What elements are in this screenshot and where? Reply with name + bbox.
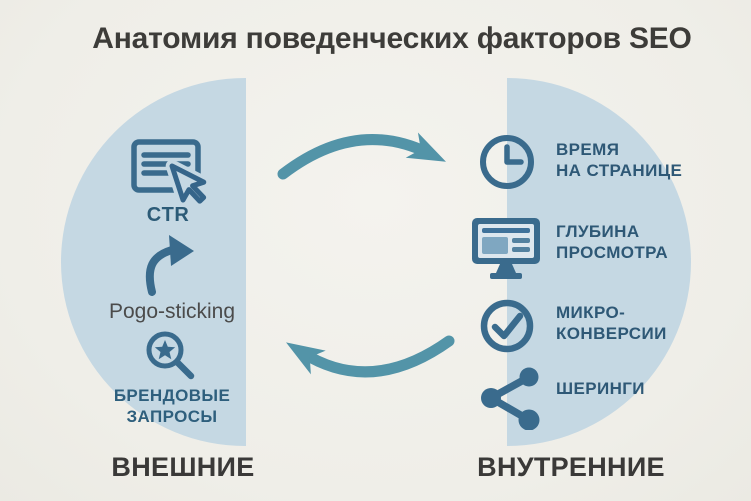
- ctr-label: CTR: [146, 204, 190, 226]
- branded-queries-label: БРЕНДОВЫЕ ЗАПРОСЫ: [113, 386, 231, 426]
- ctr-click-icon: [131, 139, 211, 208]
- pogo-sticking-arrow-icon: [145, 235, 194, 296]
- monitor-icon: [472, 218, 540, 279]
- internal-heading: ВНУТРЕННИЕ: [477, 452, 665, 482]
- micro-conversions-label: МИКРО- КОНВЕРСИИ: [556, 303, 667, 343]
- clock-icon: [480, 135, 534, 189]
- check-circle-icon: [480, 299, 534, 353]
- view-depth-label: ГЛУБИНА ПРОСМОТРА: [556, 222, 669, 262]
- arrow-bottom-left-icon: [286, 335, 455, 378]
- branded-search-icon: [146, 331, 195, 380]
- page-title: Анатомия поведенческих факторов SEO: [92, 22, 692, 55]
- shares-label: ШЕРИНГИ: [556, 379, 645, 398]
- arrow-top-right-icon: [277, 132, 446, 180]
- pogo-sticking-label: Pogo-sticking: [108, 300, 236, 323]
- external-heading: ВНЕШНИЕ: [111, 452, 255, 482]
- share-icon: [481, 367, 540, 430]
- time-on-page-label: ВРЕМЯ НА СТРАНИЦЕ: [556, 140, 683, 180]
